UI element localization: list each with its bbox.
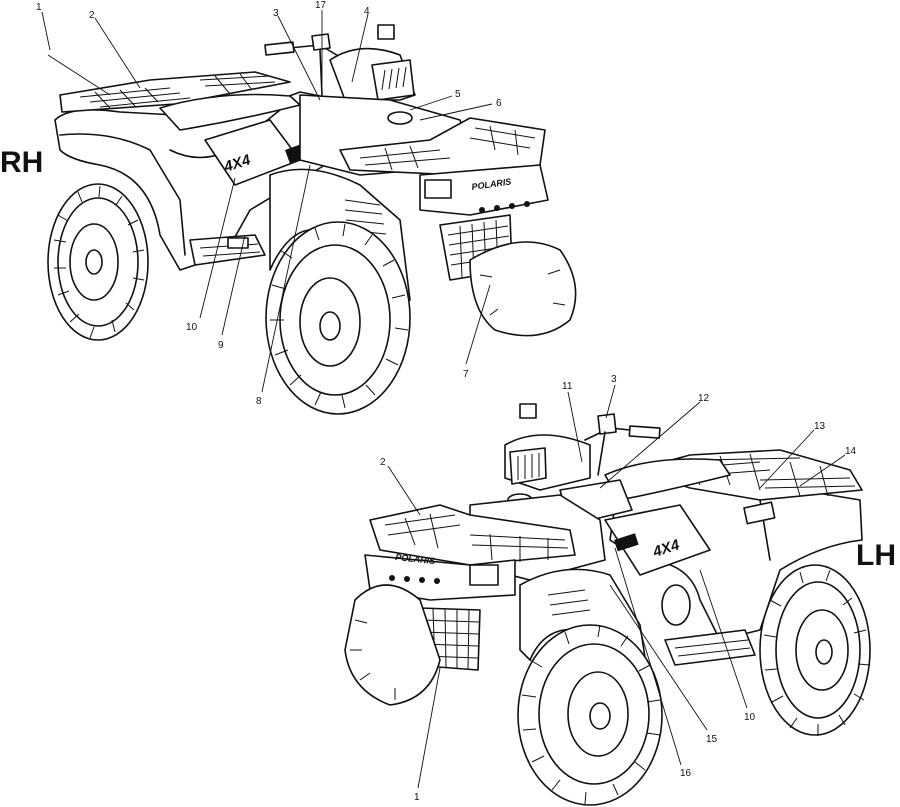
lh-callout-13: 13 [814, 421, 826, 432]
lh-callout-3: 3 [611, 374, 617, 385]
lh-callout-10: 10 [744, 712, 756, 723]
rh-side-panel: 4X4 [204, 119, 311, 186]
rh-callout-8: 8 [256, 396, 262, 407]
lh-front-rack [369, 504, 576, 566]
lh-atv-drawing: 4X4 [344, 403, 871, 806]
rh-callout-5: 5 [455, 89, 461, 100]
rh-rear-wheel [47, 183, 149, 341]
lh-fuel-tank [504, 403, 591, 507]
rh-front-bumper: POLARIS [419, 164, 549, 216]
lh-callout-11: 11 [562, 381, 573, 392]
lh-handlebar [584, 413, 661, 476]
lh-side-label: LH [856, 539, 896, 572]
lh-callout-2: 2 [380, 457, 386, 468]
lh-side-panel: 4X4 [604, 504, 711, 576]
rh-callouts: 1 2 3 17 4 5 6 10 9 8 7 [36, 0, 502, 407]
lh-rear-wheel [759, 564, 871, 736]
rh-leader-lines [41, 10, 493, 393]
rh-callout-10: 10 [186, 322, 198, 333]
rh-atv-drawing: 4X4 PO [47, 24, 577, 415]
rh-front-wheel [265, 221, 411, 415]
rh-callout-1: 1 [36, 2, 42, 13]
rh-callout-17: 17 [315, 0, 327, 11]
lh-callout-15: 15 [706, 734, 718, 745]
lh-brand-decal: POLARIS [395, 552, 436, 566]
lh-front-wheel [517, 624, 663, 806]
rh-callout-7: 7 [463, 369, 469, 380]
lh-callouts: 11 3 12 13 14 2 15 16 10 1 [380, 374, 857, 803]
rh-callout-3: 3 [273, 8, 279, 19]
lh-callout-1: 1 [414, 792, 420, 803]
rh-callout-9: 9 [218, 340, 224, 351]
rh-callout-4: 4 [364, 6, 370, 17]
lh-callout-12: 12 [698, 393, 710, 404]
lh-leader-lines [387, 384, 846, 789]
rh-side-label: RH [0, 146, 43, 179]
rh-front-rack [339, 117, 546, 176]
rh-rear-rack [59, 71, 291, 113]
rh-callout-6: 6 [496, 98, 502, 109]
rh-callout-2: 2 [89, 10, 95, 21]
lh-callout-16: 16 [680, 768, 692, 779]
lh-callout-14: 14 [845, 446, 857, 457]
rh-fuel-tank [329, 24, 416, 101]
